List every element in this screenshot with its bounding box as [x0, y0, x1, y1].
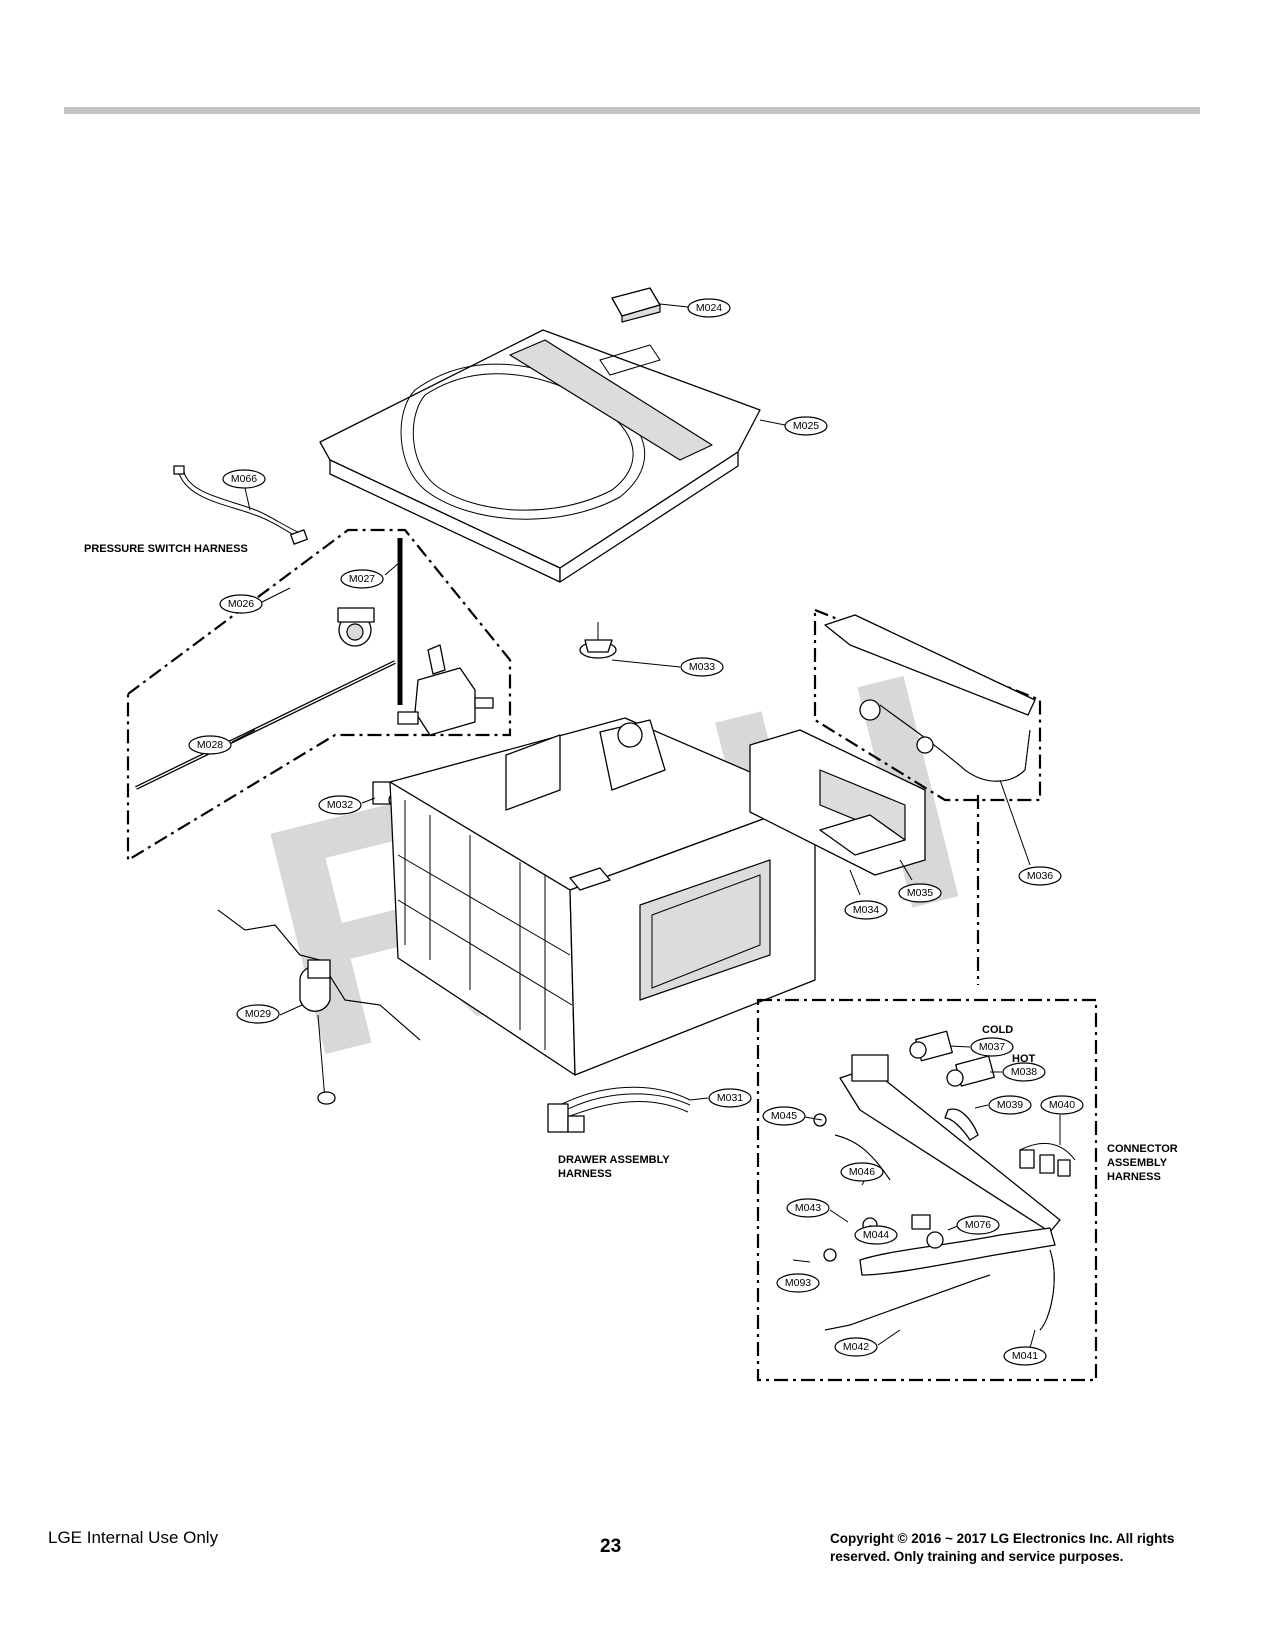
- svg-text:M040: M040: [1049, 1099, 1075, 1111]
- callout-M041: M041: [1003, 1346, 1047, 1366]
- svg-text:M044: M044: [863, 1229, 889, 1241]
- callout-M076: M076: [956, 1215, 1000, 1235]
- filter-cup-part: [579, 622, 617, 659]
- valve-manifold-part: [839, 1054, 1061, 1276]
- callout-M043: M043: [786, 1198, 830, 1218]
- page-number: 23: [600, 1536, 622, 1557]
- callout-M045: M045: [762, 1106, 806, 1126]
- callout-M034: M034: [844, 900, 888, 920]
- svg-text:M045: M045: [771, 1110, 797, 1122]
- callout-M028: M028: [188, 735, 232, 755]
- hot-label: HOT: [1012, 1053, 1036, 1065]
- callout-M027: M027: [340, 569, 384, 589]
- drawer-assembly-harness-label-line1: DRAWER ASSEMBLY: [558, 1154, 670, 1166]
- callout-M093: M093: [776, 1273, 820, 1293]
- sensor-bracket-part: [217, 909, 421, 1105]
- drawer-assembly-harness-label-line2: HARNESS: [558, 1168, 612, 1180]
- connector-assembly-harness-label-line3: HARNESS: [1107, 1171, 1161, 1183]
- svg-text:M043: M043: [795, 1202, 821, 1214]
- footer-copyright: Copyright © 2016 ~ 2017 LG Electronics I…: [830, 1530, 1250, 1566]
- callout-M039: M039: [988, 1095, 1032, 1115]
- cold-label: COLD: [982, 1024, 1013, 1036]
- callout-M066: M066: [222, 469, 266, 489]
- svg-text:M035: M035: [907, 887, 933, 899]
- water-valve-cold-part: [909, 1030, 953, 1062]
- copyright-line-2: reserved. Only training and service purp…: [830, 1549, 1124, 1564]
- svg-text:M027: M027: [349, 573, 375, 585]
- svg-text:M029: M029: [245, 1008, 271, 1020]
- svg-text:M039: M039: [997, 1099, 1023, 1111]
- svg-text:M076: M076: [965, 1219, 991, 1231]
- callout-M036: M036: [1018, 866, 1062, 886]
- pressure-switch-harness-part: [173, 465, 308, 545]
- cover-cap-part: [611, 287, 661, 323]
- pressure-switch-harness-label: PRESSURE SWITCH HARNESS: [84, 543, 248, 555]
- group-boundary-lower-right: [756, 998, 1098, 1382]
- air-chamber-part: [397, 644, 494, 736]
- hose-rod-part: [135, 538, 403, 790]
- connector-assembly-harness-part: [1019, 1142, 1076, 1177]
- drawer-assembly-harness-part: [547, 1086, 691, 1133]
- header-rule: [64, 107, 1200, 114]
- callout-M032: M032: [318, 795, 362, 815]
- svg-text:M032: M032: [327, 799, 353, 811]
- pressure-switch-part: [337, 607, 375, 647]
- control-bracket-part: [749, 729, 926, 876]
- drawer-hose-assembly-part: [824, 614, 1036, 782]
- callout-M038: M038: [1002, 1062, 1046, 1082]
- cabinet-base-part: [389, 717, 816, 1076]
- svg-text:M031: M031: [717, 1092, 743, 1104]
- callout-M033: M033: [680, 657, 724, 677]
- callout-M046: M046: [840, 1162, 884, 1182]
- callout-M029: M029: [236, 1004, 280, 1024]
- callout-M035: M035: [898, 883, 942, 903]
- water-valve-hot-part: [946, 1055, 995, 1087]
- callout-M031: M031: [708, 1088, 752, 1108]
- svg-text:M046: M046: [849, 1166, 875, 1178]
- footer-internal-use: LGE Internal Use Only: [48, 1528, 219, 1547]
- svg-text:M042: M042: [843, 1341, 869, 1353]
- callout-M040: M040: [1040, 1095, 1084, 1115]
- svg-text:M093: M093: [785, 1277, 811, 1289]
- callout-M037: M037: [970, 1037, 1014, 1057]
- svg-text:M033: M033: [689, 661, 715, 673]
- callout-M044: M044: [854, 1225, 898, 1245]
- connector-assembly-harness-label-line2: ASSEMBLY: [1107, 1157, 1168, 1169]
- svg-text:M036: M036: [1027, 870, 1053, 882]
- copyright-line-1: Copyright © 2016 ~ 2017 LG Electronics I…: [830, 1531, 1175, 1546]
- callout-M042: M042: [834, 1337, 878, 1357]
- svg-text:M025: M025: [793, 420, 819, 432]
- svg-text:M028: M028: [197, 739, 223, 751]
- callout-M024: M024: [687, 298, 731, 318]
- group-boundary-left: [126, 528, 512, 862]
- connector-assembly-harness-label-line1: CONNECTOR: [1107, 1143, 1178, 1155]
- callout-M025: M025: [784, 416, 828, 436]
- svg-text:M034: M034: [853, 904, 879, 916]
- svg-text:M026: M026: [228, 598, 254, 610]
- callout-M026: M026: [219, 594, 263, 614]
- leader-lines: [231, 303, 1061, 1349]
- svg-text:M038: M038: [1011, 1066, 1037, 1078]
- top-panel-part: [319, 329, 761, 583]
- svg-text:M024: M024: [696, 302, 722, 314]
- small-fittings-part: [813, 1113, 944, 1262]
- svg-text:M041: M041: [1012, 1350, 1038, 1362]
- svg-text:M066: M066: [231, 473, 257, 485]
- hose-part: [824, 1108, 1055, 1331]
- svg-text:M037: M037: [979, 1041, 1005, 1053]
